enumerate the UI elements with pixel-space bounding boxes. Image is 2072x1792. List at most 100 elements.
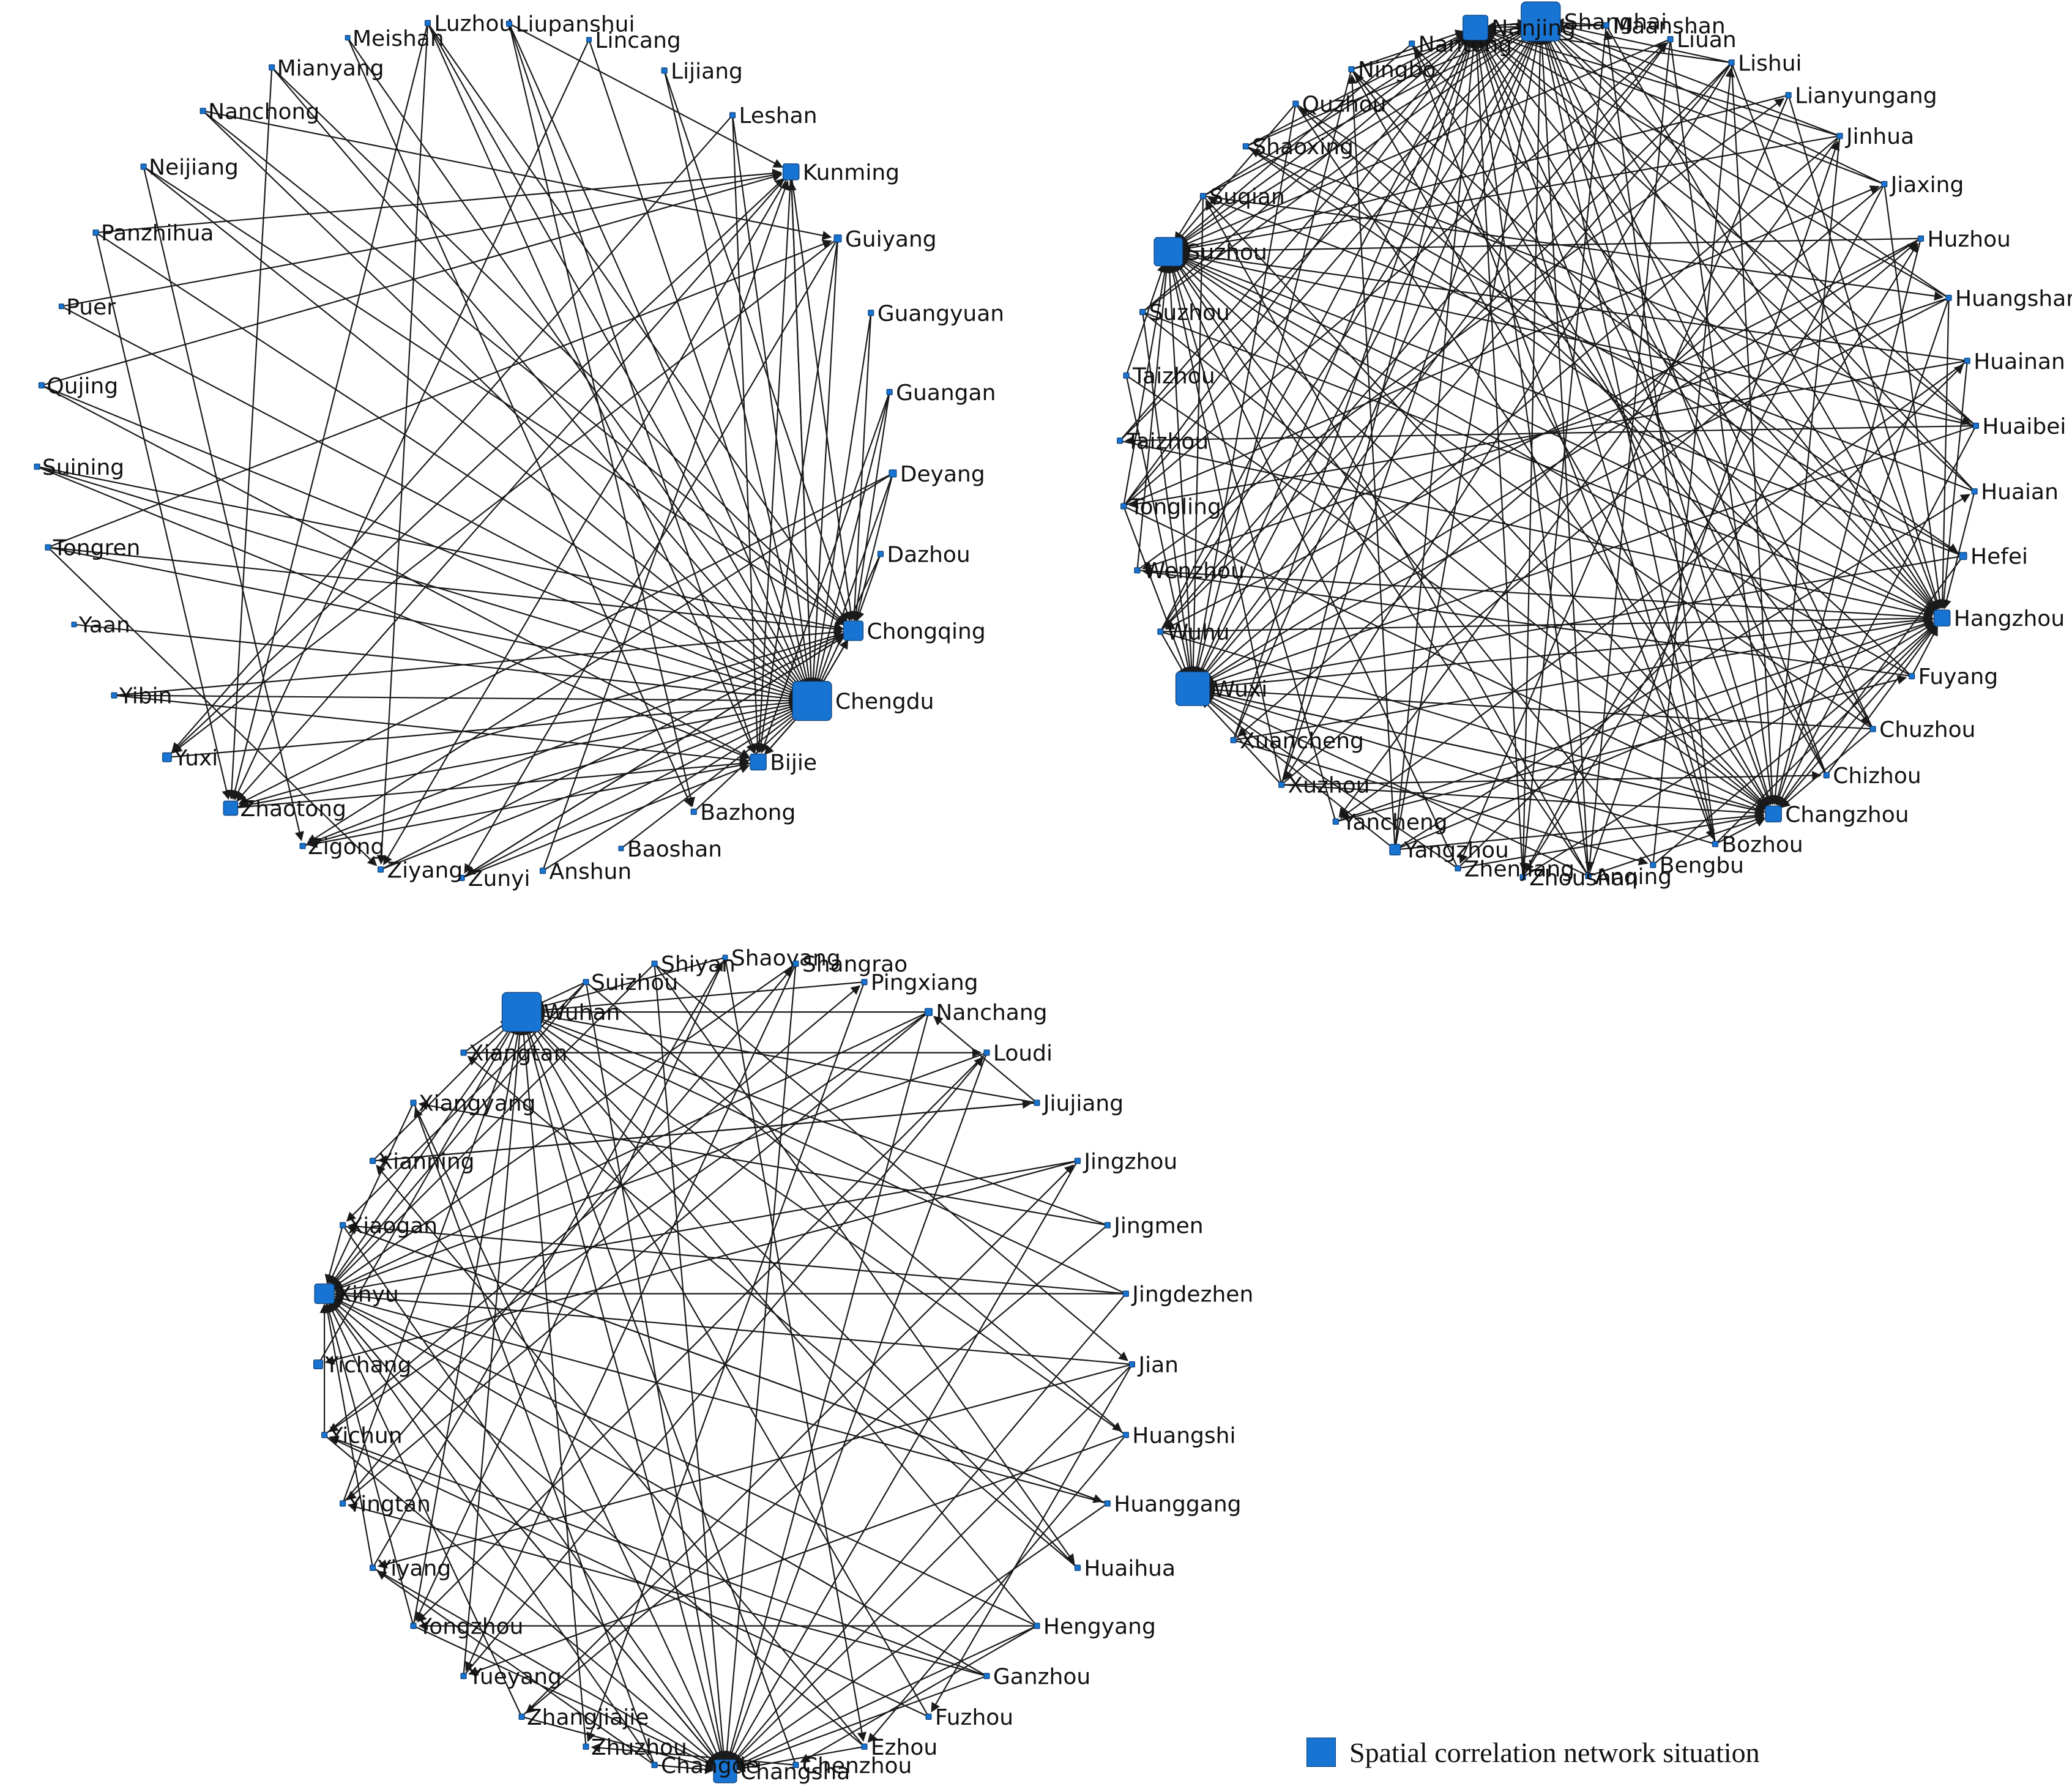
node-zhenjiang[interactable] <box>1455 865 1461 872</box>
node-huaian[interactable] <box>1971 488 1978 495</box>
node-yibin[interactable] <box>111 692 117 699</box>
node-guangyuan[interactable] <box>868 310 874 316</box>
node-suzhou[interactable] <box>1153 237 1183 267</box>
node-bazhong[interactable] <box>690 808 697 815</box>
node-zhaotong[interactable] <box>223 800 239 816</box>
node-xuancheng[interactable] <box>1230 737 1237 743</box>
node-mianyang[interactable] <box>269 64 275 71</box>
node-lianyungang[interactable] <box>1785 92 1792 99</box>
node-deyang[interactable] <box>889 469 897 478</box>
node-luzhou[interactable] <box>424 20 431 26</box>
node-huangshi[interactable] <box>1122 1432 1129 1438</box>
node-yongzhou[interactable] <box>410 1623 417 1629</box>
node-yueyang[interactable] <box>460 1673 467 1679</box>
node-wuxi[interactable] <box>1175 671 1210 706</box>
node-guangan[interactable] <box>886 389 893 395</box>
node-anshun[interactable] <box>539 868 546 874</box>
node-dazhou[interactable] <box>877 551 884 557</box>
node-lincang[interactable] <box>586 37 592 43</box>
node-lijiang[interactable] <box>661 67 668 74</box>
node-xiaogan[interactable] <box>340 1222 346 1229</box>
node-shanghai[interactable] <box>1521 1 1561 42</box>
node-yaan[interactable] <box>71 622 77 628</box>
node-huaibei[interactable] <box>1972 422 1979 429</box>
node-baoshan[interactable] <box>618 846 624 852</box>
node-maanshan[interactable] <box>1603 22 1609 29</box>
node-huaihua[interactable] <box>1074 1564 1081 1571</box>
node-yingtan[interactable] <box>340 1500 346 1507</box>
node-yuxi[interactable] <box>162 752 172 762</box>
node-liuan[interactable] <box>1667 35 1674 43</box>
node-jingzhou[interactable] <box>1074 1158 1081 1164</box>
node-xianning[interactable] <box>369 1158 376 1164</box>
node-huangshan[interactable] <box>1945 294 1952 301</box>
node-chenzhou[interactable] <box>792 1761 799 1768</box>
node-nanchong[interactable] <box>199 108 206 114</box>
node-yichun[interactable] <box>321 1432 328 1438</box>
node-suqian[interactable] <box>1199 193 1206 199</box>
node-taizhou[interactable] <box>1117 437 1124 444</box>
node-ziyang[interactable] <box>377 866 384 873</box>
node-jiujiang[interactable] <box>1034 1099 1040 1106</box>
node-jingmen[interactable] <box>1104 1222 1111 1229</box>
node-jinhua[interactable] <box>1836 133 1843 139</box>
node-yangzhou[interactable] <box>1389 844 1401 856</box>
node-shaoxing[interactable] <box>1242 143 1249 150</box>
node-wenzhou[interactable] <box>1134 567 1141 574</box>
node-fuzhou[interactable] <box>925 1713 932 1720</box>
node-suining[interactable] <box>34 463 40 470</box>
node-jiaxing[interactable] <box>1881 180 1888 187</box>
node-yiyang[interactable] <box>369 1564 376 1571</box>
node-xiangtan[interactable] <box>460 1049 467 1056</box>
node-leshan[interactable] <box>729 112 736 119</box>
node-hangzhou[interactable] <box>1933 609 1951 626</box>
node-zigong[interactable] <box>299 842 306 849</box>
node-xinyu[interactable] <box>314 1283 335 1304</box>
node-shiyan[interactable] <box>651 961 658 967</box>
node-chongqing[interactable] <box>843 620 864 641</box>
node-meishan[interactable] <box>345 35 351 41</box>
node-wuhu[interactable] <box>1157 628 1164 635</box>
node-hefei[interactable] <box>1959 552 1967 560</box>
node-qujing[interactable] <box>38 382 45 389</box>
node-bengbu[interactable] <box>1650 861 1656 868</box>
node-ningbo[interactable] <box>1348 66 1355 73</box>
node-changsha[interactable] <box>713 1759 737 1783</box>
node-yancheng[interactable] <box>1332 818 1339 825</box>
node-kunming[interactable] <box>782 163 800 180</box>
node-ganzhou[interactable] <box>983 1673 990 1679</box>
node-shangrao[interactable] <box>792 961 799 967</box>
node-ezhou[interactable] <box>861 1743 868 1750</box>
node-zhangjiajie[interactable] <box>518 1713 525 1720</box>
node-lishui[interactable] <box>1728 59 1735 66</box>
node-jian[interactable] <box>1128 1361 1135 1368</box>
node-chuzhou[interactable] <box>1869 726 1876 732</box>
node-fuyang[interactable] <box>1909 673 1915 680</box>
node-wuhan[interactable] <box>501 992 542 1032</box>
node-changzhou[interactable] <box>1765 805 1782 823</box>
node-tongren[interactable] <box>45 544 51 551</box>
node-nanjing[interactable] <box>1463 15 1489 41</box>
node-nantong[interactable] <box>1409 40 1415 47</box>
node-suzhou[interactable] <box>1139 308 1146 315</box>
node-huzhou[interactable] <box>1918 235 1925 242</box>
node-chizhou[interactable] <box>1823 772 1830 779</box>
node-zhuzhou[interactable] <box>583 1743 589 1750</box>
node-suizhou[interactable] <box>583 979 589 986</box>
node-huainan[interactable] <box>1964 357 1970 364</box>
node-anqing[interactable] <box>1585 872 1592 879</box>
node-bijie[interactable] <box>750 753 767 771</box>
node-zhoushan[interactable] <box>1519 874 1526 880</box>
node-shaoyang[interactable] <box>722 954 728 961</box>
node-loudi[interactable] <box>983 1049 990 1056</box>
node-zunyi[interactable] <box>458 874 465 881</box>
node-pingxiang[interactable] <box>861 979 868 986</box>
node-neijiang[interactable] <box>140 163 147 170</box>
node-chengdu[interactable] <box>792 680 832 721</box>
node-tongling[interactable] <box>1120 503 1127 510</box>
node-hengyang[interactable] <box>1034 1623 1040 1629</box>
node-bozhou[interactable] <box>1712 841 1718 847</box>
node-guiyang[interactable] <box>833 234 842 243</box>
node-huanggang[interactable] <box>1104 1500 1111 1507</box>
node-taizhou[interactable] <box>1123 372 1130 379</box>
